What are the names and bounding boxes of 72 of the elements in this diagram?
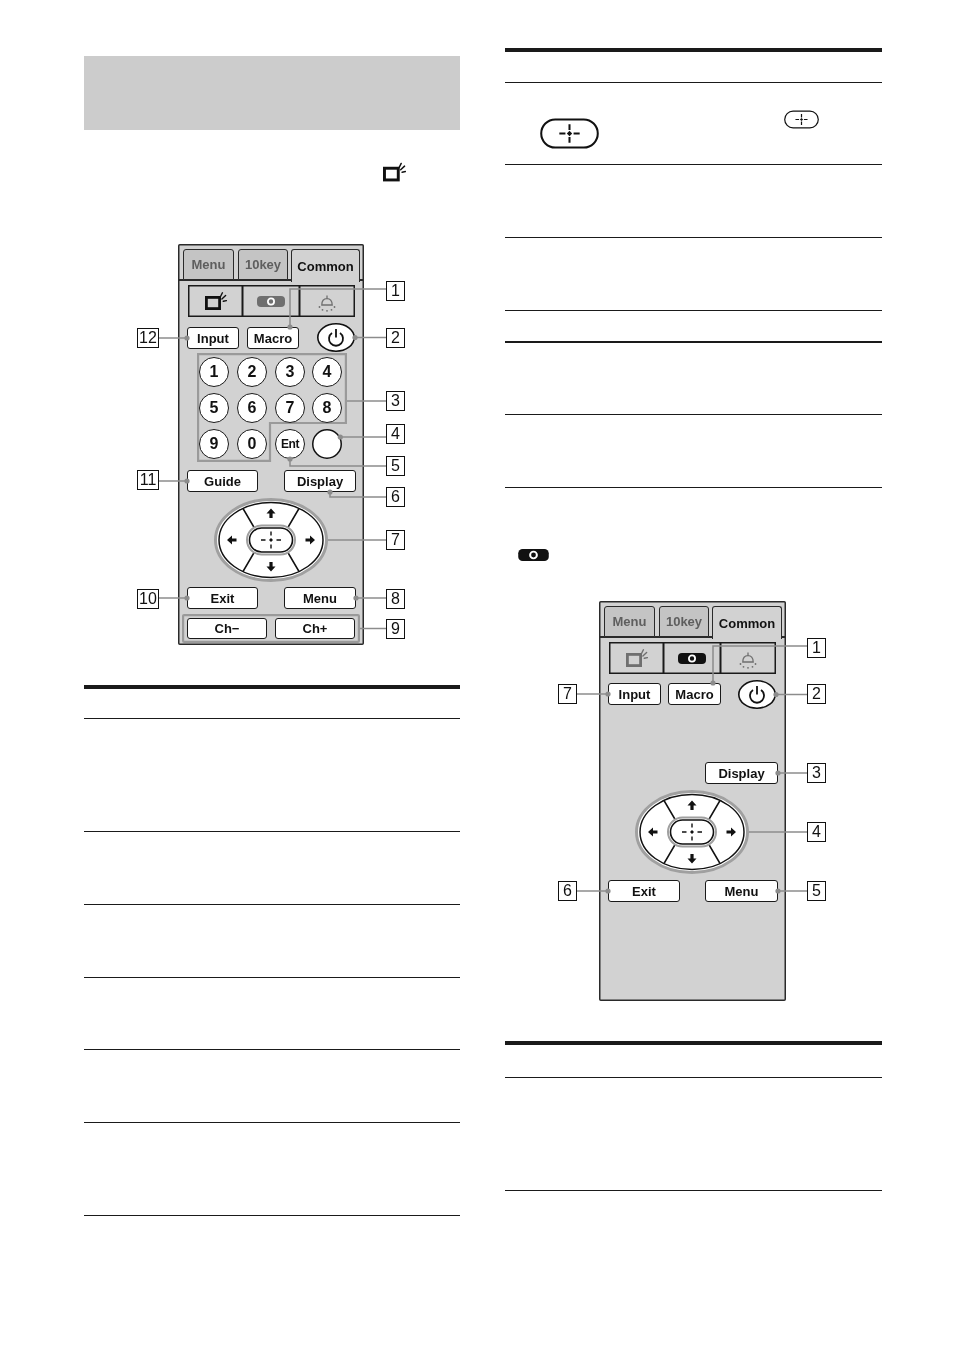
leader-line	[327, 539, 387, 541]
leader-line	[158, 335, 190, 341]
callout-number: 5	[807, 881, 826, 901]
callout-number: 7	[386, 530, 405, 550]
mode-button	[188, 285, 243, 317]
leader-line	[576, 691, 611, 697]
callout-number: 12	[137, 328, 159, 348]
power-button	[738, 680, 776, 709]
callout-number: 1	[386, 281, 405, 301]
channel-keys-outline	[182, 614, 360, 643]
mode-tab: 10key	[659, 606, 709, 637]
callout-number: 2	[807, 684, 826, 704]
callout-number: 2	[386, 328, 405, 348]
mode-tab: Menu	[604, 606, 655, 637]
leader-line	[576, 888, 611, 894]
macro-button: Macro	[668, 683, 721, 705]
callout-number: 1	[807, 638, 826, 658]
leader-line	[287, 288, 387, 330]
callout-number: 3	[386, 391, 405, 411]
remote-control-body	[599, 601, 786, 1001]
callout-number: 8	[386, 589, 405, 609]
channel-down-button: Ch−	[187, 618, 267, 639]
leader-line	[353, 595, 387, 601]
mode-tab: Common	[291, 249, 360, 282]
exit-button: Exit	[608, 880, 680, 902]
leader-line	[346, 400, 387, 402]
callout-number: 3	[807, 763, 826, 783]
leader-line	[748, 831, 808, 833]
leader-line	[359, 627, 387, 630]
power-button	[317, 323, 355, 352]
input-button: Input	[608, 683, 661, 705]
direction-pad	[214, 498, 328, 582]
callout-number: 9	[386, 619, 405, 639]
leader-line	[775, 770, 808, 776]
mode-button	[299, 285, 355, 317]
mode-tab: Common	[712, 606, 782, 639]
leader-line	[287, 456, 387, 467]
dot-button	[312, 429, 342, 459]
menu-button: Menu	[284, 587, 356, 609]
callout-number: 4	[807, 822, 826, 842]
callout-number: 4	[386, 424, 405, 444]
display-button: Display	[284, 470, 356, 492]
leader-line	[158, 595, 190, 601]
heading-band	[84, 56, 460, 130]
leader-line	[710, 645, 808, 686]
mode-button	[242, 285, 300, 317]
leader-line	[327, 489, 387, 498]
leader-line	[337, 434, 387, 440]
mode-tab: Menu	[183, 249, 234, 280]
mode-button	[609, 642, 664, 674]
mode-button	[663, 642, 721, 674]
leader-line	[352, 334, 387, 341]
direction-pad	[635, 790, 749, 874]
callout-number: 11	[137, 470, 159, 490]
channel-up-button: Ch+	[275, 618, 355, 639]
callout-number: 6	[386, 487, 405, 507]
remote-control-body	[178, 244, 364, 645]
guide-button: Guide	[187, 470, 258, 492]
mode-button	[720, 642, 776, 674]
callout-number: 6	[558, 881, 577, 901]
leader-line	[158, 478, 190, 484]
callout-number: 10	[137, 589, 159, 609]
macro-button: Macro	[247, 327, 299, 349]
leader-line	[775, 888, 808, 894]
menu-button: Menu	[705, 880, 778, 902]
mode-tab: 10key	[238, 249, 288, 280]
callout-number: 5	[386, 456, 405, 476]
display-button: Display	[705, 762, 778, 784]
leader-line	[773, 691, 808, 698]
input-button: Input	[187, 327, 239, 349]
callout-number: 7	[558, 684, 577, 704]
exit-button: Exit	[187, 587, 258, 609]
